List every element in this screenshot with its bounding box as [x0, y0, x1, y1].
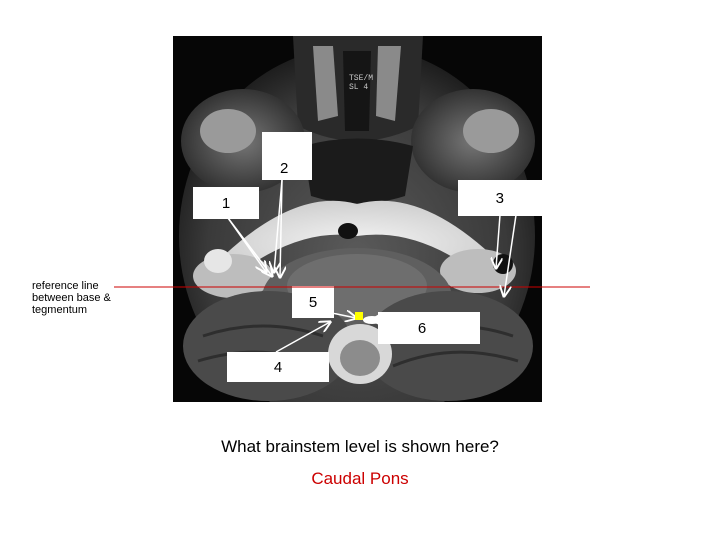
arrow-4 — [275, 322, 330, 353]
arrow-2b — [280, 179, 282, 277]
label-4-text: 4 — [273, 358, 283, 376]
arrow-1b — [227, 217, 272, 276]
mri-corner-text: TSE/M SL 4 — [349, 74, 373, 92]
label-4: 4 — [227, 352, 329, 382]
yellow-marker — [355, 312, 363, 320]
arrow-5 — [331, 313, 356, 318]
label-6-text: 6 — [417, 319, 427, 337]
label-6: 6 — [378, 312, 480, 344]
label-5-text: 5 — [308, 293, 318, 311]
corner-text-line2: SL 4 — [349, 83, 369, 92]
label-3: 3 — [458, 180, 542, 216]
arrow-2a — [274, 179, 283, 272]
corner-text-line1: TSE/M — [349, 74, 374, 83]
mri-scan-drawing — [173, 36, 542, 426]
arrow-3a — [496, 214, 500, 268]
mri-axial-image: TSE/M SL 4 — [173, 36, 542, 426]
label-1-text: 1 — [221, 194, 231, 212]
question-text: What brainstem level is shown here? — [221, 437, 499, 456]
label-2-text: 2 — [280, 159, 289, 177]
label-1: 1 — [193, 187, 259, 219]
answer-text: Caudal Pons — [311, 469, 409, 488]
white-oval-marker — [363, 316, 381, 324]
label-2: 2 — [262, 132, 312, 180]
reference-line-label: reference line between base & tegmentum — [32, 280, 111, 316]
label-3-text: 3 — [495, 189, 504, 207]
label-5: 5 — [292, 286, 334, 318]
arrow-3b — [504, 214, 517, 296]
